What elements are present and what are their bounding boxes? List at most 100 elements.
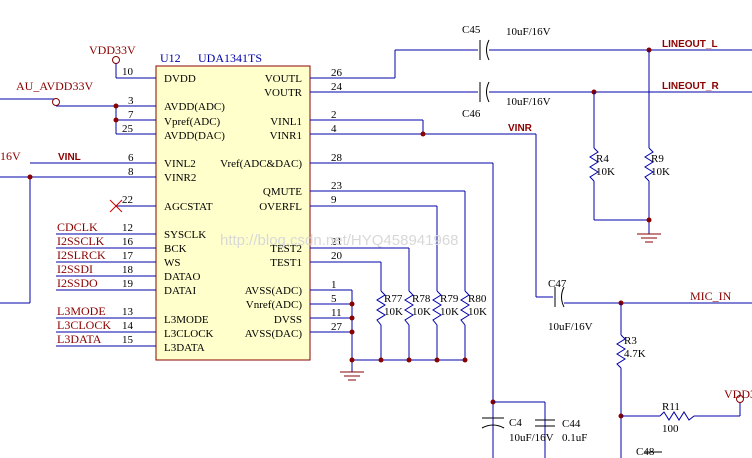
watermark: http://blog.csdn.net/HYQ458941968 xyxy=(220,232,459,249)
pin-name-l3data: L3DATA xyxy=(164,342,205,354)
pin-name-avdd-adc: AVDD(ADC) xyxy=(164,101,225,113)
capacitor-c4: C4 10uF/16V xyxy=(481,417,554,444)
lineout-r-label: LINEOUT_R xyxy=(662,81,719,92)
chip-body xyxy=(155,65,311,361)
net-l3mode: L3MODE xyxy=(57,304,106,318)
net-i2ssdo: I2SSDO xyxy=(57,276,98,290)
pin-name-dvss: DVSS xyxy=(274,314,302,326)
pin-num-22: 22 xyxy=(122,194,133,206)
pin-num-17: 17 xyxy=(122,250,134,262)
left-pin-numbers: 10 3 7 25 6 8 22 12 16 17 18 19 13 14 15 xyxy=(122,66,134,346)
pin-name-vpref-adc: Vpref(ADC) xyxy=(164,116,221,128)
pin-name-sysclk: SYSCLK xyxy=(164,229,206,241)
pin-num-14: 14 xyxy=(122,320,134,332)
vinl-label: VINL xyxy=(58,152,81,163)
vdd33v-net: VDD33V xyxy=(89,43,136,78)
right-pin-wires xyxy=(310,77,352,333)
r78-ref: R78 xyxy=(412,293,431,305)
left-pin-wires xyxy=(116,77,156,347)
resistor-r77: R77 10K xyxy=(376,290,403,326)
r77-value: 10K xyxy=(384,306,403,318)
pin-num-9: 9 xyxy=(331,194,337,206)
chip-ref: U12 xyxy=(160,51,181,65)
resistors-r4-r9: R4 10K R9 10K xyxy=(589,47,670,234)
r9-value: 10K xyxy=(651,166,670,178)
pin-name-l3clock: L3CLOCK xyxy=(164,328,214,340)
pin-name-avdd-dac: AVDD(DAC) xyxy=(164,130,225,142)
resistor-r79: R79 10K xyxy=(432,290,459,326)
pin-num-20: 20 xyxy=(331,250,343,262)
pin-name-test2: TEST2 xyxy=(270,243,302,255)
pin-num-15: 15 xyxy=(122,334,134,346)
pin-num-25: 25 xyxy=(122,123,134,135)
pin-num-11: 11 xyxy=(331,307,342,319)
r4-value: 10K xyxy=(596,166,615,178)
c44-value: 0.1uF xyxy=(562,432,587,444)
pin-name-datao: DATAO xyxy=(164,271,200,283)
c46-value: 10uF/16V xyxy=(506,96,551,108)
net-l3clock: L3CLOCK xyxy=(57,318,111,332)
pin-name-voutl: VOUTL xyxy=(265,73,303,85)
pin-name-ws: WS xyxy=(164,257,181,269)
c47-value: 10uF/16V xyxy=(548,321,593,333)
r9-ref: R9 xyxy=(651,153,664,165)
vref-net xyxy=(350,162,546,458)
pin-num-26: 26 xyxy=(331,67,343,79)
r79-ref: R79 xyxy=(440,293,459,305)
pin-name-bck: BCK xyxy=(164,243,187,255)
ground-symbol-right xyxy=(637,233,661,243)
pin-name-avss-dac: AVSS(DAC) xyxy=(245,328,303,340)
c4-ref: C4 xyxy=(509,417,522,429)
r3-ref: R3 xyxy=(624,335,637,347)
pin-num-19: 19 xyxy=(122,278,134,290)
pin-name-vnref: Vnref(ADC) xyxy=(246,299,303,311)
vinl-net: 16V VINL xyxy=(0,149,116,304)
pin-name-dvdd: DVDD xyxy=(164,73,196,85)
no-connect-mark xyxy=(109,199,123,213)
net-i2ssclk: I2SSCLK xyxy=(57,234,105,248)
pin-num-18: 18 xyxy=(122,264,134,276)
pin-num-21: 21 xyxy=(331,236,342,248)
pin-num-8: 8 xyxy=(128,166,134,178)
r77-ref: R77 xyxy=(384,293,403,305)
c45-ref: C45 xyxy=(462,24,481,36)
c4-value: 10uF/16V xyxy=(509,432,554,444)
chip-right-pin-names: VOUTL VOUTR VINL1 VINR1 Vref(ADC&DAC) QM… xyxy=(220,73,302,340)
au-avdd33v-label: AU_AVDD33V xyxy=(16,79,93,93)
c44-ref: C44 xyxy=(562,418,581,430)
capacitor-c44: C44 0.1uF xyxy=(535,418,587,444)
pin-name-overfl: OVERFL xyxy=(259,201,302,213)
pin-name-voutr: VOUTR xyxy=(264,87,303,99)
r80-ref: R80 xyxy=(468,293,487,305)
left-partial-label: 16V xyxy=(0,149,21,163)
vinr-label: VINR xyxy=(508,123,533,134)
r11-ref: R11 xyxy=(662,401,680,413)
pin-num-3: 3 xyxy=(128,95,134,107)
mic-in-net: MIC_IN R3 4.7K VDD33V R11 100 C48 xyxy=(564,289,752,458)
pin-num-28: 28 xyxy=(331,152,343,164)
r79-value: 10K xyxy=(440,306,459,318)
c45-value: 10uF/16V xyxy=(506,26,551,38)
pin-name-avss-adc: AVSS(ADC) xyxy=(245,285,303,297)
pin-num-1: 1 xyxy=(331,279,337,291)
net-cdclk: CDCLK xyxy=(57,220,98,234)
r80-value: 10K xyxy=(468,306,487,318)
pin-num-7: 7 xyxy=(128,109,134,121)
c47-ref: C47 xyxy=(548,278,567,290)
pin-name-datai: DATAI xyxy=(164,285,196,297)
vdd33v-label: VDD33V xyxy=(89,43,136,57)
pin-num-13: 13 xyxy=(122,306,134,318)
c46-ref: C46 xyxy=(462,108,481,120)
au-avdd33v-net: AU_AVDD33V xyxy=(0,79,119,134)
pullup-wires xyxy=(349,190,468,372)
capacitor-c47: C47 10uF/16V xyxy=(548,278,593,333)
pin-num-27: 27 xyxy=(331,321,343,333)
r78-value: 10K xyxy=(412,306,431,318)
pin-num-6: 6 xyxy=(128,152,134,164)
r4-ref: R4 xyxy=(596,153,609,165)
net-l3data: L3DATA xyxy=(57,332,102,346)
pin-name-agcstat: AGCSTAT xyxy=(164,201,213,213)
net-i2ssdi: I2SSDI xyxy=(57,262,93,276)
resistor-r78: R78 10K xyxy=(404,290,431,326)
